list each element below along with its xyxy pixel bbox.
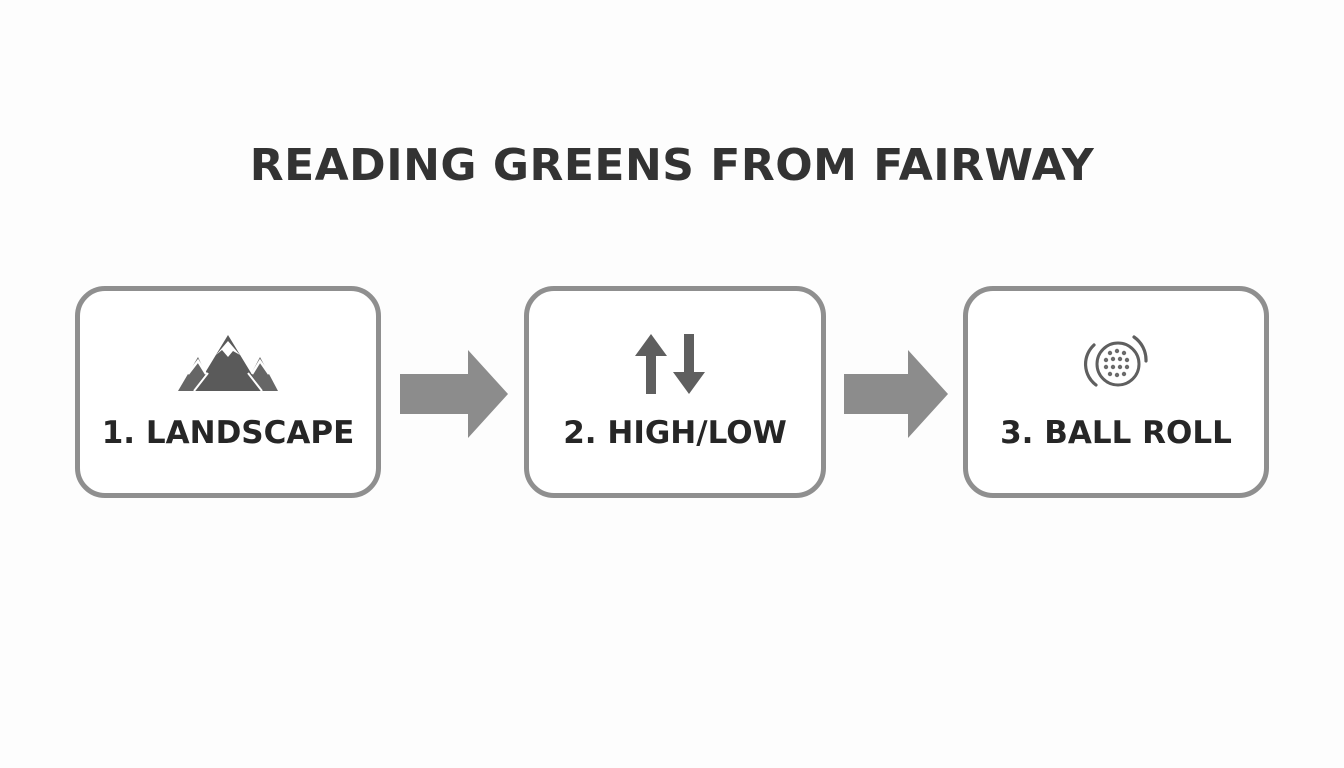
mountain-icon bbox=[80, 331, 376, 397]
step-label-landscape: 1. LANDSCAPE bbox=[101, 415, 355, 451]
step-ball-roll: 3. BALL ROLL bbox=[963, 286, 1269, 498]
step-label-high-low: 2. HIGH/LOW bbox=[563, 415, 787, 451]
step-landscape: 1. LANDSCAPE bbox=[75, 286, 381, 498]
step-high-low: 2. HIGH/LOW bbox=[524, 286, 826, 498]
golf-ball-icon bbox=[968, 331, 1264, 397]
up-down-arrows-icon bbox=[529, 331, 821, 397]
flow-arrow-1 bbox=[400, 350, 510, 444]
step-label-ball-roll: 3. BALL ROLL bbox=[1000, 415, 1232, 451]
flow-arrow-2 bbox=[844, 350, 950, 444]
diagram-title: READING GREENS FROM FAIRWAY bbox=[249, 140, 1095, 191]
